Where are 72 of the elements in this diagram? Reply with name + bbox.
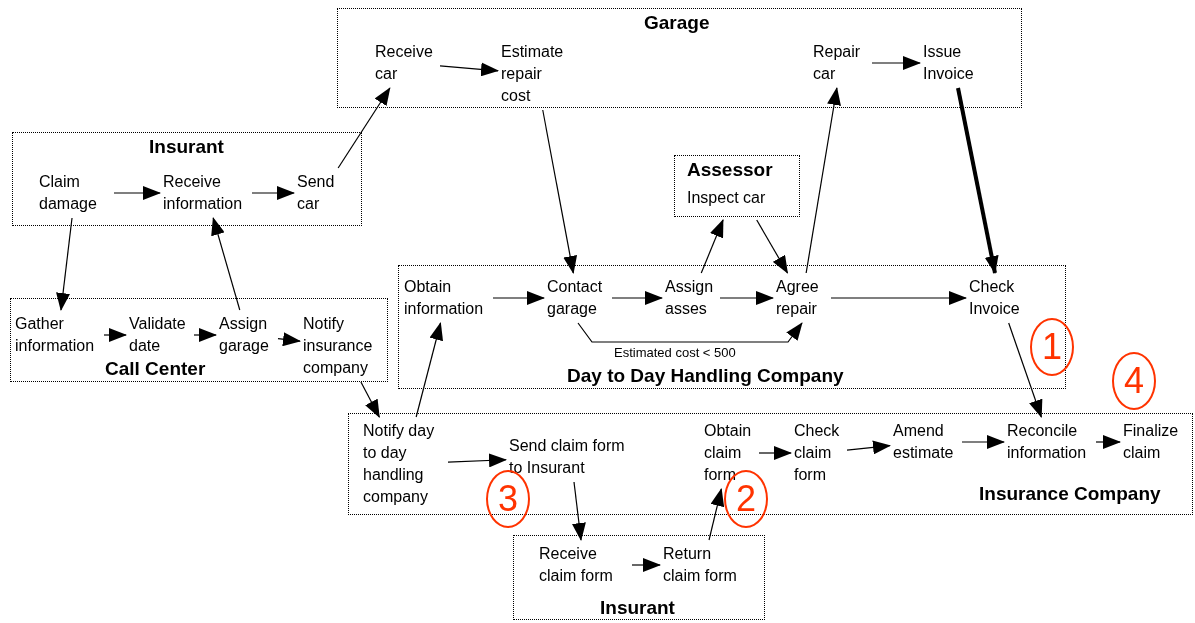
lane-title: Assessor	[687, 158, 773, 182]
swimlane-box	[674, 155, 800, 217]
arrow	[961, 435, 1005, 449]
task-label: Contact garage	[547, 276, 609, 320]
task-label: Receive information	[163, 171, 249, 215]
task-label: Obtain claim form	[704, 420, 756, 486]
arrow	[756, 219, 789, 274]
task-label: Finalize claim	[1123, 420, 1187, 464]
task-label: Receive car	[375, 41, 437, 85]
arrow	[708, 488, 725, 541]
lane-title: Insurance Company	[979, 482, 1161, 506]
task-label: Agree repair	[776, 276, 828, 320]
arrow	[758, 446, 792, 460]
arrow	[277, 332, 301, 347]
arrow	[211, 217, 241, 311]
arrow	[631, 558, 661, 572]
task-label: Return claim form	[663, 543, 743, 587]
arrow	[871, 56, 921, 70]
task-label: Check claim form	[794, 420, 844, 486]
arrow	[251, 186, 295, 200]
callout-number: 1	[1030, 318, 1074, 376]
arrow	[360, 381, 380, 418]
arrow	[56, 217, 73, 311]
swimlane-box	[348, 413, 1193, 515]
arrow	[492, 291, 545, 305]
arrow	[719, 291, 774, 305]
arrow	[830, 291, 967, 305]
task-label: Gather information	[15, 313, 101, 357]
task-label: Validate date	[129, 313, 191, 357]
swimlane-box	[337, 8, 1022, 108]
arrow	[846, 440, 891, 455]
task-label: Check Invoice	[969, 276, 1031, 320]
task-label: Notify day to day handling company	[363, 420, 445, 508]
arrow	[415, 322, 444, 418]
task-label: Assign asses	[665, 276, 717, 320]
task-label: Receive claim form	[539, 543, 629, 587]
arrow	[956, 87, 999, 274]
arrow	[700, 219, 724, 274]
swimlane-box	[12, 132, 362, 226]
swimlane-box	[10, 298, 388, 382]
task-label: Claim damage	[39, 171, 111, 215]
lane-title: Garage	[644, 11, 710, 35]
arrow	[1008, 322, 1043, 418]
arrow	[572, 481, 586, 541]
task-label: Obtain information	[404, 276, 490, 320]
arrow	[447, 453, 507, 468]
arrow	[805, 87, 841, 274]
task-label: Notify insurance company	[303, 313, 381, 379]
arrow	[1095, 435, 1121, 449]
swimlane-box	[398, 265, 1066, 389]
arrow	[611, 291, 663, 305]
task-label: Repair car	[813, 41, 869, 85]
lane-title: Call Center	[105, 357, 206, 381]
arrow	[577, 322, 803, 343]
task-label: Reconcile information	[1007, 420, 1093, 464]
arrow	[439, 62, 499, 77]
arrow	[103, 328, 127, 342]
task-label: Issue Invoice	[923, 41, 983, 85]
task-label: Send car	[297, 171, 347, 215]
arrow	[193, 328, 217, 342]
arrow	[337, 87, 391, 169]
task-label: Inspect car	[687, 188, 766, 208]
arrow	[113, 186, 161, 200]
swimlane-box	[513, 535, 765, 620]
lane-title: Insurant	[149, 135, 224, 159]
arrow	[542, 109, 578, 274]
lane-title: Insurant	[600, 596, 675, 620]
lane-title: Day to Day Handling Company	[567, 364, 844, 388]
callout-number: 4	[1112, 352, 1156, 410]
task-label: Amend estimate	[893, 420, 959, 464]
task-label: Assign garage	[219, 313, 275, 357]
task-label: Estimate repair cost	[501, 41, 571, 107]
